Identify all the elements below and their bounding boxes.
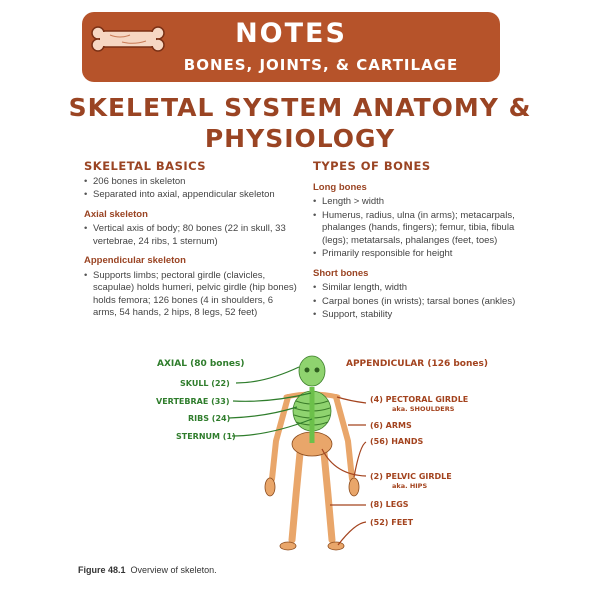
- shoulders-label: aka. SHOULDERS: [392, 405, 455, 413]
- feet-label: (52) FEET: [370, 518, 414, 527]
- short-bones-list: Similar length, width Carpal bones (in w…: [313, 282, 519, 322]
- list-item: Vertical axis of body; 80 bones (22 in s…: [84, 223, 298, 248]
- types-of-bones-column: TYPES OF BONES Long bones Length > width…: [313, 160, 519, 340]
- figure-number: Figure 48.1: [78, 565, 126, 575]
- skeletal-basics-column: SKELETAL BASICS 206 bones in skeleton Se…: [84, 160, 298, 321]
- hips-label: aka. HIPS: [392, 482, 428, 490]
- header-banner: NOTES BONES, JOINTS, & CARTILAGE: [82, 12, 500, 82]
- pectoral-girdle-label: (4) PECTORAL GIRDLE: [370, 395, 469, 404]
- skeletal-basics-heading: SKELETAL BASICS: [84, 159, 207, 173]
- axial-header: AXIAL (80 bones): [157, 359, 245, 369]
- hands-label: (56) HANDS: [370, 437, 424, 446]
- ribs-label: RIBS (24): [188, 414, 231, 423]
- basics-list: 206 bones in skeleton Separated into axi…: [84, 176, 298, 202]
- long-bones-heading: Long bones: [313, 181, 367, 193]
- legs-label: (8) LEGS: [370, 500, 409, 509]
- skeleton-figure: AXIAL (80 bones) APPENDICULAR (126 bones…: [0, 345, 600, 560]
- vertebrae-label: VERTEBRAE (33): [156, 397, 230, 406]
- list-item: Primarily responsible for height: [313, 248, 519, 261]
- list-item: Length > width: [313, 196, 519, 209]
- list-item: 206 bones in skeleton: [84, 176, 298, 189]
- list-item: Support, stability: [313, 309, 519, 322]
- appendicular-list: Supports limbs; pectoral girdle (clavicl…: [84, 270, 298, 320]
- page-title-line-1: SKELETAL SYSTEM ANATOMY &: [68, 93, 532, 122]
- list-item: Similar length, width: [313, 282, 519, 295]
- short-bones-heading: Short bones: [313, 267, 369, 279]
- notes-heading: NOTES: [235, 18, 347, 49]
- page-title: SKELETAL SYSTEM ANATOMY & PHYSIOLOGY: [60, 92, 540, 154]
- long-bones-list: Length > width Humerus, radius, ulna (in…: [313, 196, 519, 261]
- figure-caption: Figure 48.1 Overview of skeleton.: [78, 565, 217, 575]
- axial-list: Vertical axis of body; 80 bones (22 in s…: [84, 223, 298, 248]
- appendicular-header: APPENDICULAR (126 bones): [346, 359, 488, 369]
- list-item: Humerus, radius, ulna (in arms); metacar…: [313, 210, 519, 248]
- arms-label: (6) ARMS: [370, 421, 412, 430]
- list-item: Separated into axial, appendicular skele…: [84, 189, 298, 202]
- appendicular-skeleton-heading: Appendicular skeleton: [84, 255, 186, 266]
- pelvic-girdle-label: (2) PELVIC GIRDLE: [370, 472, 452, 481]
- axial-skeleton-heading: Axial skeleton: [84, 208, 148, 220]
- column-fade: [313, 322, 523, 342]
- list-item: Carpal bones (in wrists); tarsal bones (…: [313, 296, 519, 309]
- list-item: Supports limbs; pectoral girdle (clavicl…: [84, 270, 298, 320]
- page-title-line-2: PHYSIOLOGY: [204, 124, 396, 153]
- bone-icon: [91, 26, 165, 52]
- skeleton-illustration: [228, 355, 367, 551]
- types-of-bones-heading: TYPES OF BONES: [313, 160, 431, 173]
- figure-caption-text: Overview of skeleton.: [130, 565, 217, 575]
- skull-label: SKULL (22): [180, 379, 230, 388]
- notes-subtitle: BONES, JOINTS, & CARTILAGE: [183, 56, 459, 74]
- sternum-label: STERNUM (1): [176, 432, 236, 441]
